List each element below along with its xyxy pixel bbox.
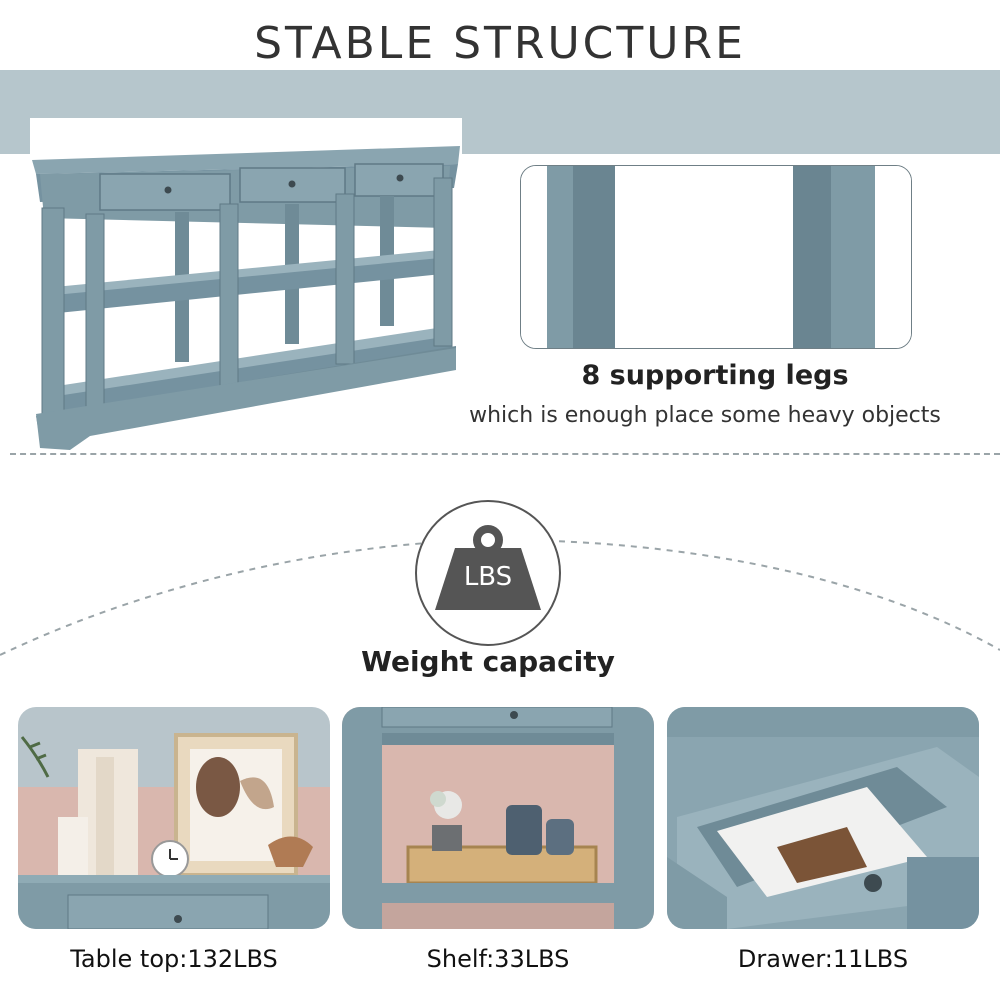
console-table-illustration	[32, 146, 460, 450]
dashed-arc	[0, 540, 1000, 656]
product-image	[30, 118, 462, 458]
tabletop-capacity: Table top:132LBS	[70, 945, 278, 973]
weight-icon	[435, 525, 541, 610]
tabletop-photo	[18, 707, 330, 929]
shelf-photo	[342, 707, 654, 929]
weight-capacity-label: Weight capacity	[361, 645, 615, 678]
legs-closeup-image	[520, 165, 912, 349]
weight-icon-circle	[415, 500, 561, 646]
legs-title: 8 supporting legs	[581, 360, 849, 391]
page-title: STABLE STRUCTURE	[254, 18, 746, 69]
legs-closeup-illustration	[521, 166, 911, 348]
tabletop-illustration	[18, 707, 330, 929]
shelf-illustration	[342, 707, 654, 929]
weight-icon-text: LBS	[463, 562, 513, 592]
drawer-photo	[667, 707, 979, 929]
legs-subtitle: which is enough place some heavy objects	[469, 403, 941, 428]
shelf-capacity: Shelf:33LBS	[426, 945, 570, 973]
drawer-capacity: Drawer:11LBS	[737, 945, 909, 973]
section-divider	[10, 453, 1000, 455]
drawer-illustration	[667, 707, 979, 929]
